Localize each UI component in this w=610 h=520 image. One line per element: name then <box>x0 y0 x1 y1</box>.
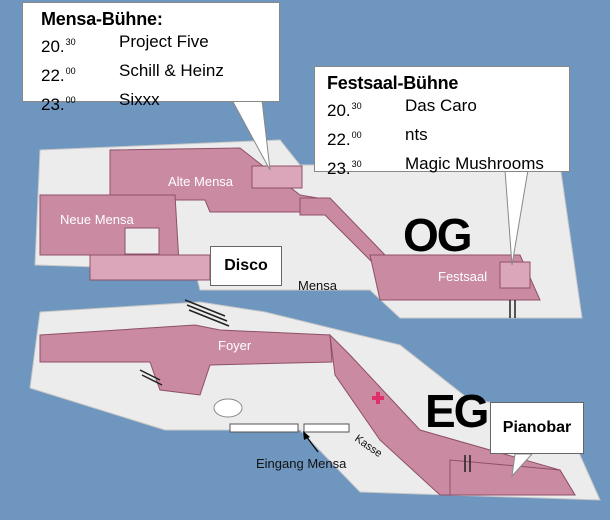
mensa-act-1: 20.30 Project Five <box>41 32 209 56</box>
pianobar-room <box>449 459 576 496</box>
mensa-stage-callout: Mensa-Bühne: 20.30 Project Five 22.00 Sc… <box>22 2 280 114</box>
festsaal-stage-callout: Festsaal-Bühne 20.30 Das Caro 22.00 nts … <box>314 66 570 178</box>
fountain <box>213 398 243 418</box>
label-alte-mensa: Alte Mensa <box>168 174 234 189</box>
entrance-arrow <box>305 435 319 453</box>
neue-mensa-court <box>124 227 160 255</box>
entrance-wall-right <box>303 423 350 433</box>
mensa-act-2: 22.00 Schill & Heinz <box>41 61 224 85</box>
label-neue-mensa: Neue Mensa <box>60 212 134 227</box>
disco-label-box: Disco <box>210 246 282 286</box>
festsaal-stage <box>499 261 531 289</box>
entrance-arrowhead <box>303 431 310 440</box>
room-festsaal <box>369 254 541 301</box>
mensa-stage-title: Mensa-Bühne: <box>41 9 163 29</box>
festsaal-act-3: 23.30 Magic Mushrooms <box>327 154 544 178</box>
label-festsaal: Festsaal <box>438 269 487 284</box>
label-mensa: Mensa <box>298 278 338 293</box>
room-foyer <box>39 324 333 396</box>
mensa-act-3: 23.00 Sixxx <box>41 90 160 114</box>
pianobar-pointer <box>511 453 534 478</box>
stairs <box>139 299 516 472</box>
floor-label-og: OG <box>403 209 473 261</box>
disco-area <box>89 254 211 281</box>
alte-mensa-stage <box>251 165 303 189</box>
floor-label-eg: EG <box>425 385 489 437</box>
label-foyer: Foyer <box>218 338 252 353</box>
festsaal-stage-title: Festsaal-Bühne <box>327 73 459 93</box>
entrance-wall-left <box>229 423 299 433</box>
first-aid-icon <box>372 392 384 404</box>
festsaal-act-1: 20.30 Das Caro <box>327 96 477 120</box>
label-eingang: Eingang Mensa <box>256 456 347 471</box>
pianobar-label-box: Pianobar <box>490 402 584 454</box>
festsaal-act-2: 22.00 nts <box>327 125 428 149</box>
